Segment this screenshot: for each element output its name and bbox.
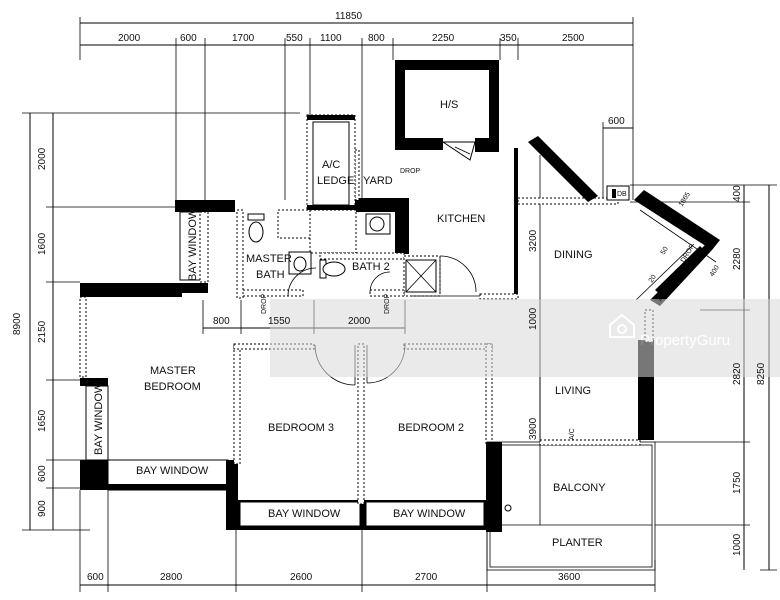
room-bay-window-top: BAY WINDOW — [187, 208, 199, 281]
dim-top-4: 550 — [286, 33, 303, 44]
dim-right-3: 2820 — [732, 362, 743, 385]
dim-right-total: 8250 — [756, 362, 767, 385]
dim-left-6: 900 — [37, 500, 48, 517]
propertyguru-logo-icon — [609, 313, 635, 338]
dim-diag-2: 50 — [660, 246, 670, 256]
dim-left-total: 8900 — [12, 312, 23, 335]
dim-top-9: 2500 — [562, 33, 585, 44]
dim-top-2: 600 — [180, 33, 197, 44]
dimension-text: 11850 2000 600 1700 550 1100 800 2250 35… — [12, 11, 767, 583]
room-kitchen: KITCHEN — [437, 213, 485, 225]
room-master-bedroom-line1: MASTER — [150, 365, 196, 377]
hs-walls — [395, 60, 499, 152]
room-bath2: BATH 2 — [352, 261, 390, 273]
dim-left-4: 1650 — [37, 409, 48, 432]
room-hs: H/S — [440, 99, 458, 111]
toilet-bath2 — [319, 259, 346, 279]
dim-right-top-small: 600 — [608, 116, 625, 127]
fixtures — [247, 141, 541, 512]
note-drop-bath2: DROP — [384, 293, 391, 314]
dim-right-1: 400 — [732, 185, 743, 202]
dim-overall-top: 11850 — [335, 11, 363, 22]
room-bedroom3: BEDROOM 3 — [268, 422, 334, 434]
dim-interior-2: 1000 — [528, 307, 539, 330]
room-master-bath-line1: MASTER — [246, 253, 292, 265]
note-drop-master-bath: DROP — [261, 293, 268, 314]
watermark: PropertyGuru — [270, 299, 780, 377]
top-dim-ticks — [175, 38, 519, 200]
room-balcony: BALCONY — [553, 482, 606, 494]
dim-interior-1: 3200 — [528, 229, 539, 252]
dim-diag-1: 1865 — [678, 191, 692, 208]
dim-right-2: 2280 — [732, 247, 743, 270]
dim-bottom-1: 600 — [87, 572, 104, 583]
note-db: DB — [617, 191, 627, 198]
dim-top-5: 1100 — [320, 33, 342, 44]
dim-top-8: 350 — [500, 33, 517, 44]
room-yard: YARD — [363, 175, 393, 187]
room-bay-window-bedroom3: BAY WINDOW — [268, 508, 341, 520]
dim-left-3: 2150 — [37, 320, 48, 343]
dim-top-6: 800 — [368, 33, 385, 44]
room-bedroom2: BEDROOM 2 — [398, 422, 464, 434]
dim-left-2: 1600 — [37, 232, 48, 255]
room-dining: DINING — [554, 249, 593, 261]
dim-bottom-5: 3600 — [558, 572, 581, 583]
dim-inner-2: 1550 — [268, 316, 291, 327]
room-ac-ledge-line1: A/C — [322, 159, 340, 171]
dim-bottom-2: 2800 — [160, 572, 183, 583]
dim-right-4: 1750 — [732, 471, 743, 494]
dim-diag-3: 400 — [709, 264, 721, 278]
dim-diag-5: 20 — [648, 274, 658, 284]
dim-inner-1: 800 — [213, 316, 230, 327]
dim-interior-3: 3900 — [528, 417, 539, 440]
room-bay-window-left-horizontal: BAY WINDOW — [136, 465, 209, 477]
room-master-bath-line2: BATH — [256, 269, 285, 281]
room-master-bedroom-line2: BEDROOM — [144, 381, 201, 393]
toilet-master — [247, 213, 265, 243]
dim-right-5: 1000 — [732, 533, 743, 556]
dimension-lines — [22, 17, 777, 592]
dim-left-1: 2000 — [37, 147, 48, 170]
room-labels: H/S A/C LEDGE YARD KITCHEN DINING BAY WI… — [93, 99, 606, 549]
note-drop-yard: DROP — [400, 168, 421, 175]
room-ac-ledge-line2: LEDGE — [317, 175, 354, 187]
watermark-brand: PropertyGuru — [640, 332, 730, 349]
room-living: LIVING — [555, 385, 591, 397]
dim-bottom-4: 2700 — [415, 572, 438, 583]
room-planter: PLANTER — [552, 537, 603, 549]
dim-left-5: 600 — [37, 465, 48, 482]
dim-top-3: 1700 — [232, 33, 255, 44]
room-bay-window-bedroom2: BAY WINDOW — [393, 508, 466, 520]
dim-inner-3: 2000 — [348, 316, 371, 327]
dim-bottom-3: 2600 — [290, 572, 313, 583]
dim-top-7: 2250 — [432, 33, 455, 44]
note-ac-small: A/C — [569, 428, 576, 440]
room-bay-window-left-vertical: BAY WINDOW — [93, 382, 105, 455]
dim-top-1: 2000 — [118, 33, 141, 44]
